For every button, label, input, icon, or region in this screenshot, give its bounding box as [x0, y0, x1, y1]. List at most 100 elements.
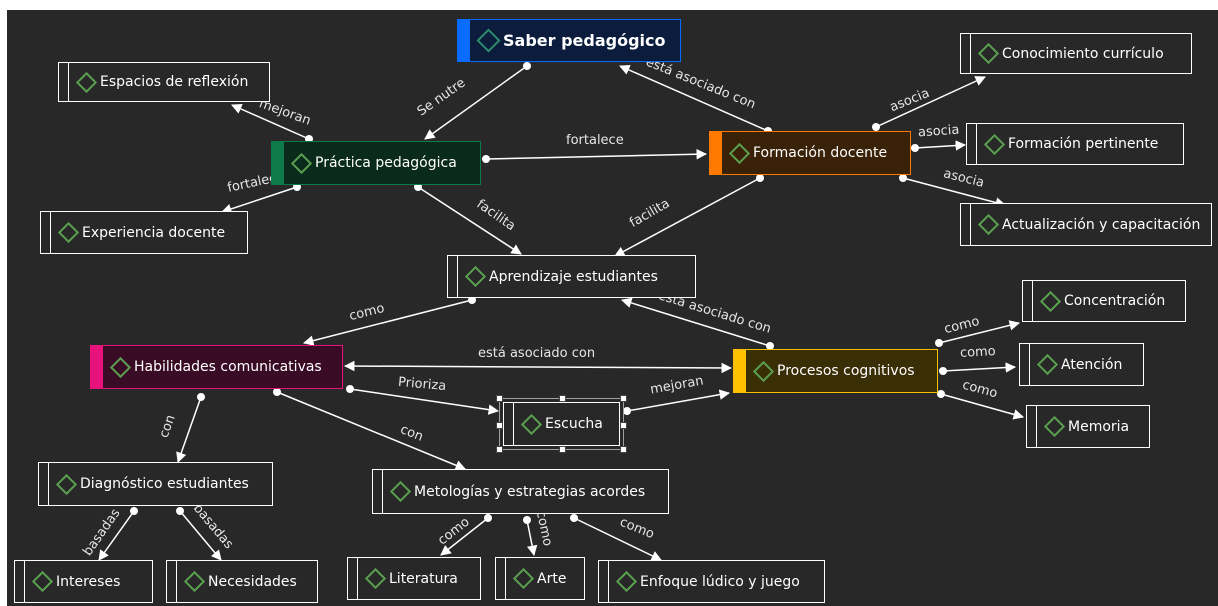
node-bar: [382, 470, 383, 513]
node-concentracion[interactable]: Concentración: [1022, 280, 1186, 322]
node-label: Formación docente: [753, 145, 888, 161]
link-como-enf[interactable]: [573, 517, 662, 561]
node-practica-pedagogica[interactable]: Práctica pedagógica: [271, 141, 481, 185]
topic-diamond-icon: [983, 133, 1006, 155]
node-bar: [68, 63, 69, 101]
link-asociado-proc[interactable]: [620, 297, 771, 347]
node-metologias-estrategias[interactable]: Metologías y estrategias acordes: [372, 469, 669, 514]
link-fortalece-exp[interactable]: [221, 186, 298, 214]
node-bar: [176, 561, 177, 602]
node-espacios-de-reflexion[interactable]: Espacios de reflexión: [58, 62, 270, 102]
link-asocia-3[interactable]: [902, 177, 1007, 208]
topic-diamond-icon: [57, 221, 80, 244]
node-label: Formación pertinente: [1008, 136, 1159, 152]
resize-handle[interactable]: [496, 446, 503, 453]
node-label: Metologías y estrategias acordes: [414, 483, 646, 500]
node-bar: [970, 204, 971, 245]
node-procesos-cognitivos[interactable]: Procesos cognitivos: [733, 349, 938, 393]
node-label: Intereses: [56, 573, 121, 590]
node-arte[interactable]: Arte: [495, 557, 585, 600]
link-label-fortalece-form: fortalece: [566, 133, 624, 148]
node-accent-bar: [272, 142, 284, 184]
link-mejoran-espacios[interactable]: [231, 104, 310, 140]
node-bar: [1029, 344, 1030, 385]
link-fortalece-form[interactable]: [485, 148, 708, 160]
node-accent-bar: [710, 132, 722, 174]
node-label: Experiencia docente: [82, 224, 226, 241]
topic-diamond-icon: [109, 356, 132, 378]
link-asocia-1[interactable]: [875, 76, 986, 128]
resize-handle[interactable]: [620, 422, 627, 429]
node-label: Concentración: [1064, 293, 1166, 309]
topic-diamond-icon: [615, 570, 638, 593]
node-label: Práctica pedagógica: [315, 155, 457, 171]
link-asociado-hab[interactable]: [343, 360, 733, 374]
node-aprendizaje-estudiantes[interactable]: Aprendizaje estudiantes: [447, 255, 696, 298]
node-escucha[interactable]: Escucha: [496, 395, 627, 453]
node-saber-pedagogico[interactable]: Saber pedagógico: [457, 19, 681, 62]
topic-diamond-icon: [75, 71, 98, 93]
topic-diamond-icon: [1036, 353, 1059, 376]
node-atencion[interactable]: Atención: [1019, 343, 1144, 386]
node-experiencia-docente[interactable]: Experiencia docente: [40, 211, 248, 254]
node-formacion-pertinente[interactable]: Formación pertinente: [966, 123, 1184, 165]
topic-diamond-icon: [1043, 415, 1066, 438]
node-bar: [608, 561, 609, 602]
link-con-met[interactable]: [276, 391, 466, 471]
topic-diamond-icon: [977, 213, 1000, 236]
link-como-mem[interactable]: [940, 393, 1025, 420]
resize-handle[interactable]: [496, 395, 503, 402]
link-como-aten[interactable]: [942, 362, 1017, 373]
link-label-asocia-2: asocia: [917, 122, 960, 141]
node-necesidades[interactable]: Necesidades: [166, 560, 318, 603]
node-bar: [24, 561, 25, 602]
topic-diamond-icon: [476, 28, 501, 53]
node-conocimiento-curriculo[interactable]: Conocimiento currículo: [960, 33, 1192, 74]
link-se-nutre[interactable]: [424, 65, 528, 140]
selection-frame: [499, 398, 624, 450]
resize-handle[interactable]: [496, 422, 503, 429]
link-facilita-1[interactable]: [417, 186, 522, 255]
node-actualizacion-capacitacion[interactable]: Actualización y capacitación: [960, 203, 1212, 246]
node-literatura[interactable]: Literatura: [347, 557, 481, 600]
resize-handle[interactable]: [620, 446, 627, 453]
node-label: Actualización y capacitación: [1002, 216, 1201, 233]
node-memoria[interactable]: Memoria: [1026, 405, 1150, 448]
node-diagnostico-estudiantes[interactable]: Diagnóstico estudiantes: [38, 462, 273, 506]
link-asociado-saber[interactable]: [619, 64, 769, 132]
topic-diamond-icon: [389, 480, 412, 503]
node-bar: [50, 212, 51, 253]
node-bar: [457, 256, 458, 297]
node-accent-bar: [458, 20, 470, 61]
node-intereses[interactable]: Intereses: [14, 560, 153, 603]
link-como-arte[interactable]: [526, 519, 538, 557]
node-label: Habilidades comunicativas: [134, 359, 322, 375]
resize-handle[interactable]: [620, 395, 627, 402]
link-basadas-1[interactable]: [98, 510, 135, 561]
node-enfoque-ludico[interactable]: Enfoque lúdico y juego: [598, 560, 825, 603]
topic-diamond-icon: [55, 473, 78, 495]
topic-diamond-icon: [31, 570, 54, 593]
node-label: Enfoque lúdico y juego: [640, 573, 800, 590]
node-habilidades-comunicativas[interactable]: Habilidades comunicativas: [90, 345, 343, 389]
link-como-conc[interactable]: [938, 320, 1021, 344]
resize-handle[interactable]: [559, 395, 566, 402]
link-mejoran-esc[interactable]: [626, 389, 731, 412]
node-label: Saber pedagógico: [503, 30, 666, 50]
node-bar: [513, 403, 514, 445]
link-basadas-2[interactable]: [179, 510, 222, 561]
topic-diamond-icon: [183, 570, 206, 593]
link-como-lit[interactable]: [440, 517, 489, 556]
link-label-como-aten: como: [959, 344, 997, 361]
link-facilita-2[interactable]: [614, 177, 761, 257]
link-con-diag[interactable]: [176, 396, 202, 463]
topic-diamond-icon: [752, 360, 775, 382]
link-asocia-2[interactable]: [914, 140, 967, 151]
link-como-hab[interactable]: [302, 299, 473, 346]
link-prioriza[interactable]: [349, 388, 500, 415]
resize-handle[interactable]: [559, 446, 566, 453]
link-label-asociado-hab: está asociado con: [478, 346, 596, 361]
node-formacion-docente[interactable]: Formación docente: [709, 131, 911, 175]
